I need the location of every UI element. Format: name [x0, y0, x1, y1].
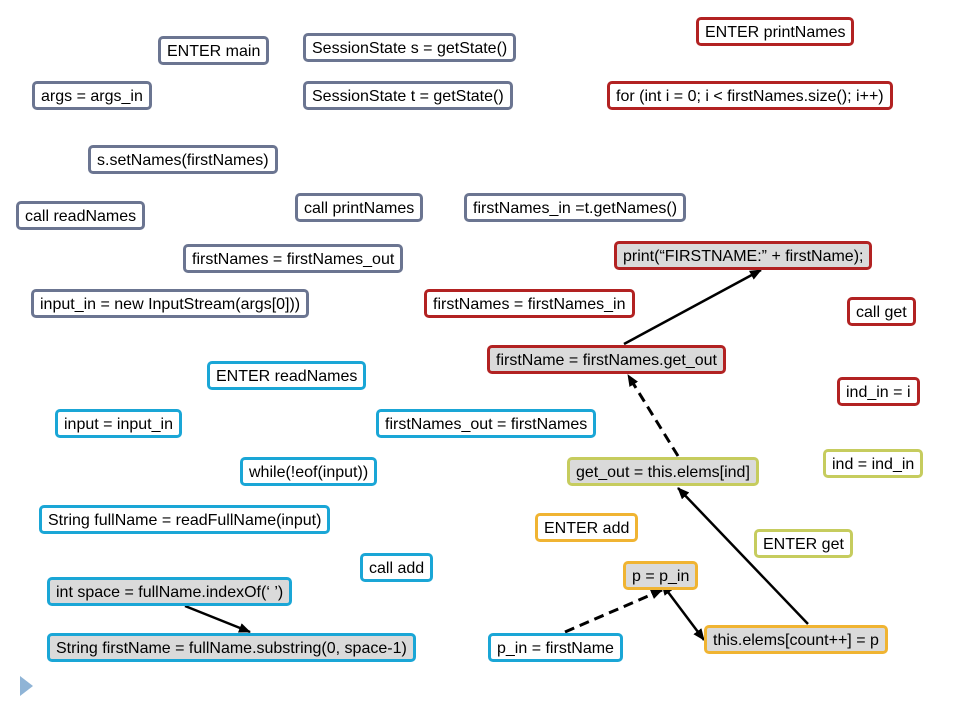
- node-args-assign: args = args_in: [32, 81, 152, 110]
- node-enter-add: ENTER add: [535, 513, 639, 542]
- node-call-add: call add: [360, 553, 434, 582]
- edge-p-in-to-p-assign: [564, 588, 663, 634]
- node-session-s: SessionState s = getState(): [303, 33, 517, 62]
- node-firstnames-assign: firstNames = firstNames_in: [424, 289, 635, 318]
- node-space: int space = fullName.indexOf(‘ ’): [47, 577, 293, 606]
- node-call-printnames: call printNames: [295, 193, 424, 222]
- node-input-in-assign: input_in = new InputStream(args[0])): [31, 289, 310, 318]
- node-firstnames-out-assign: firstNames = firstNames_out: [183, 244, 404, 273]
- edge-elems-store-to-get-out: [677, 487, 809, 625]
- slide-bullet-triangle-icon: [20, 676, 33, 696]
- edge-space-to-substring: [184, 604, 251, 634]
- node-elems-store: this.elems[count++] = p: [704, 625, 888, 654]
- node-fullname: String fullName = readFullName(input): [39, 505, 331, 534]
- node-call-readnames: call readNames: [16, 201, 146, 230]
- node-enter-main: ENTER main: [158, 36, 270, 65]
- node-p-assign: p = p_in: [623, 561, 699, 590]
- node-while-loop: while(!eof(input)): [240, 457, 378, 486]
- node-input-assign: input = input_in: [55, 409, 182, 438]
- node-for-loop: for (int i = 0; i < firstNames.size(); i…: [607, 81, 893, 110]
- node-set-names: s.setNames(firstNames): [88, 145, 278, 174]
- node-ind-in: ind_in = i: [837, 377, 920, 406]
- node-session-t: SessionState t = getState(): [303, 81, 513, 110]
- node-call-get: call get: [847, 297, 916, 326]
- node-firstname-get: firstName = firstNames.get_out: [487, 345, 726, 374]
- node-substring: String firstName = fullName.substring(0,…: [47, 633, 416, 662]
- node-enter-printnames: ENTER printNames: [696, 17, 855, 46]
- edge-get-out-to-firstname-get: [626, 374, 680, 457]
- edge-firstname-get-to-print: [623, 268, 762, 346]
- node-ind-assign: ind = ind_in: [823, 449, 924, 478]
- node-get-out: get_out = this.elems[ind]: [567, 457, 759, 486]
- node-print-stmt: print(“FIRSTNAME:” + firstName);: [614, 241, 873, 270]
- node-enter-get: ENTER get: [754, 529, 853, 558]
- node-firstnames-out: firstNames_out = firstNames: [376, 409, 597, 438]
- node-firstnames-in-assign: firstNames_in =t.getNames(): [464, 193, 687, 222]
- node-p-in: p_in = firstName: [488, 633, 623, 662]
- node-enter-readnames: ENTER readNames: [207, 361, 367, 390]
- edge-p-assign-to-elems-store: [661, 583, 705, 641]
